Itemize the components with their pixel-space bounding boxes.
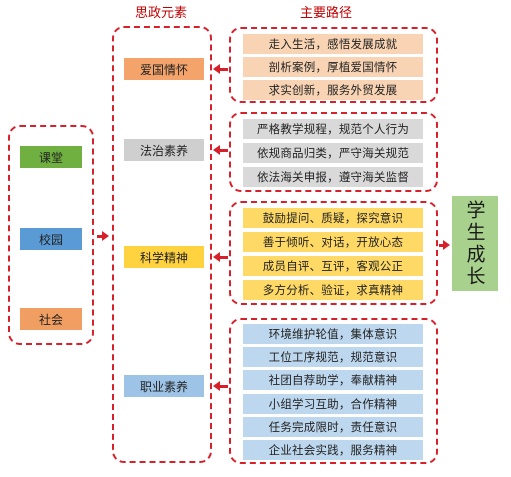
path-item: 求实创新，服务外贸发展 — [243, 80, 423, 100]
path-item: 企业社会实践，服务精神 — [243, 440, 423, 460]
path-group-scientific-spirit — [229, 201, 438, 305]
path-item: 严格教学规程，规范个人行为 — [243, 119, 423, 139]
element-patriotism: 爱国情怀 — [124, 58, 204, 80]
header-main-paths: 主要路径 — [300, 6, 353, 21]
path-item: 小组学习互助，合作精神 — [243, 394, 423, 414]
element-professionalism: 职业素养 — [124, 375, 204, 397]
scene-society: 社会 — [20, 308, 82, 330]
arrow-paths-to-outcome — [439, 240, 450, 250]
header-ideological-elements: 思政元素 — [135, 6, 188, 21]
path-group-rule-of-law — [229, 112, 438, 192]
arrow-path3-to-element — [213, 381, 228, 391]
path-item: 多方分析、验证，求真精神 — [243, 280, 423, 300]
path-item: 社团自荐助学，奉献精神 — [243, 370, 423, 390]
path-item: 环境维护轮值，集体意识 — [243, 324, 423, 344]
path-item: 善于倾听、对话，开放心态 — [243, 232, 423, 252]
element-scientific-spirit: 科学精神 — [124, 246, 204, 268]
arrow-path2-to-element — [213, 252, 228, 262]
arrow-scenes-to-elements — [97, 231, 109, 241]
arrow-path1-to-element — [213, 145, 228, 155]
scene-campus: 校园 — [20, 228, 82, 250]
elements-group — [112, 26, 212, 463]
path-item: 工位工序规范，规范意识 — [243, 347, 423, 367]
path-item: 依法海关申报，遵守海关监督 — [243, 167, 423, 187]
path-item: 走入生活，感悟发展成就 — [243, 34, 423, 54]
path-group-professionalism — [229, 318, 438, 464]
path-item: 剖析案例，厚植爱国情怀 — [243, 57, 423, 77]
path-item: 成员自评、互评，客观公正 — [243, 256, 423, 276]
path-item: 鼓励提问、质疑，探究意识 — [243, 208, 423, 228]
arrow-path0-to-element — [213, 64, 228, 74]
path-group-patriotism — [229, 27, 438, 103]
scenes-group — [8, 125, 94, 345]
outcome-student-growth: 学生成长 — [452, 196, 498, 291]
element-rule-of-law: 法治素养 — [124, 139, 204, 161]
scene-classroom: 课堂 — [20, 146, 82, 168]
path-item: 依规商品归类，严守海关规范 — [243, 143, 423, 163]
path-item: 任务完成限时，责任意识 — [243, 417, 423, 437]
